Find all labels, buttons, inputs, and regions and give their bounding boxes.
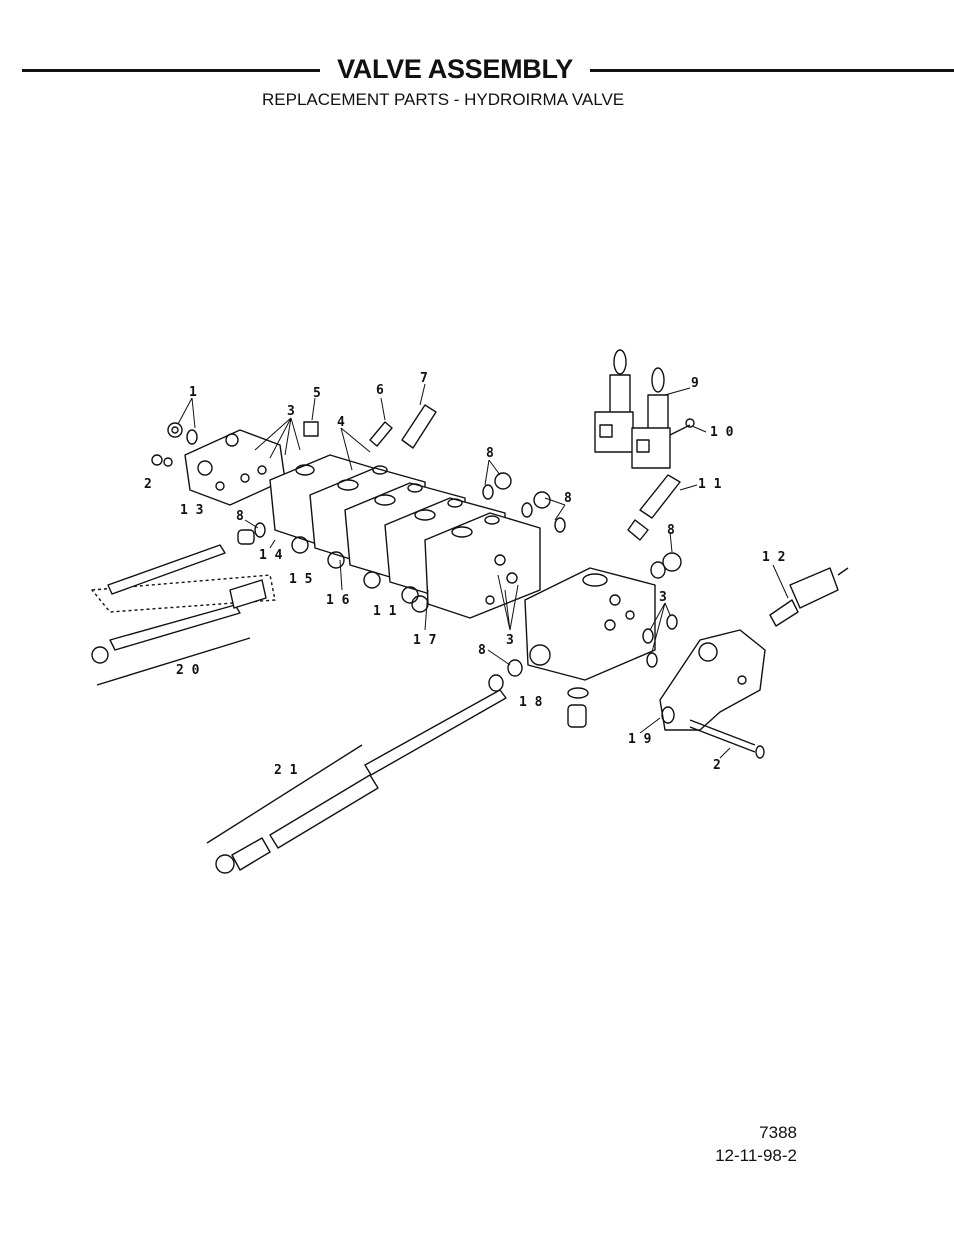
cartridge-valve-11 [627, 474, 682, 572]
title-rule-left [22, 69, 320, 72]
fitting-2-left [151, 454, 173, 467]
callout-17: 1 7 [413, 633, 436, 648]
callout-6: 6 [376, 383, 384, 398]
work-section-5 [411, 512, 541, 619]
callout-5: 5 [313, 386, 321, 401]
callout-8: 8 [486, 446, 494, 461]
callout-9: 9 [691, 376, 699, 391]
plug-5 [303, 421, 319, 437]
callout-2: 2 [144, 477, 152, 492]
callout-3: 3 [659, 590, 667, 605]
callout-12: 1 2 [762, 550, 785, 565]
valve-6 [369, 421, 393, 447]
callout-20: 2 0 [176, 663, 200, 678]
leader-lines [177, 383, 789, 759]
callout-1: 1 [189, 385, 197, 400]
spool-kit-21 [206, 689, 507, 874]
callout-4: 4 [337, 415, 345, 430]
callout-18: 1 8 [519, 695, 543, 710]
callout-16: 1 6 [326, 593, 350, 608]
o-rings [237, 472, 678, 728]
title-rule-right [590, 69, 954, 72]
callout-8: 8 [236, 509, 244, 524]
end-cap-19 [659, 629, 766, 759]
callout-7: 7 [420, 371, 428, 386]
callout-8: 8 [667, 523, 675, 538]
callout-13: 1 3 [180, 503, 203, 518]
callout-21: 2 1 [274, 763, 298, 778]
callout-10: 1 0 [710, 425, 734, 440]
fitting-1 [167, 422, 198, 445]
callout-19: 1 9 [628, 732, 651, 747]
page-subtitle: REPLACEMENT PARTS - HYDROIRMA VALVE [262, 90, 625, 109]
cartridge-7 [401, 404, 437, 449]
callout-2: 2 [713, 758, 721, 773]
callout-11: 1 1 [698, 477, 722, 492]
outlet-section-18 [524, 567, 656, 681]
drawing-number: 7388 [759, 1123, 797, 1142]
callout-3: 3 [506, 633, 514, 648]
callout-14: 1 4 [259, 548, 283, 563]
callout-8: 8 [478, 643, 486, 658]
page-title: VALVE ASSEMBLY [337, 54, 573, 84]
relief-valve-12 [769, 567, 849, 627]
callout-15: 1 5 [289, 572, 312, 587]
callout-11: 1 1 [373, 604, 397, 619]
revision-code: 12-11-98-2 [715, 1146, 797, 1165]
callout-3: 3 [287, 404, 295, 419]
callout-8: 8 [564, 491, 572, 506]
spool-kit-20 [91, 544, 276, 686]
inlet-section-13 [184, 429, 286, 506]
solenoid-9 [594, 349, 695, 469]
exploded-valve-diagram: 1 2 3 4 5 6 7 8 8 8 8 8 9 1 0 1 1 1 2 1 … [91, 349, 849, 874]
